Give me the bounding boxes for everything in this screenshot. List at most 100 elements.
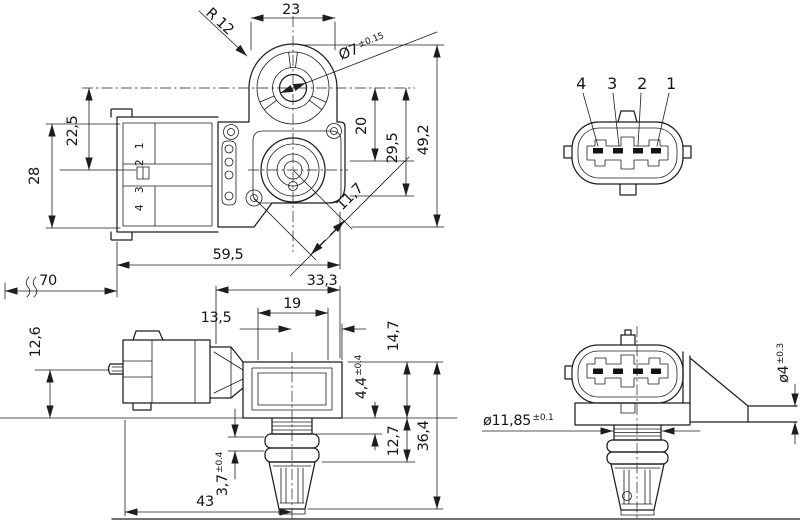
connector-face-view: 4 3 2 1 (563, 74, 692, 196)
dim-center-to-port: 22,5 (59, 87, 137, 171)
dim-side-overall-height: 36,4 (307, 361, 444, 510)
dim-body-width: 33,3 (215, 273, 341, 359)
top-port-collar-ribs (613, 428, 662, 437)
dim-pin-to-base-label: 12,6 (28, 326, 44, 357)
dim-lug-width-label: 23 (282, 2, 300, 18)
side-port-barb-details (272, 465, 312, 515)
dim-front-overall-width: 59,5 (116, 211, 341, 298)
dim-port-depth: 12,7 (321, 417, 416, 463)
dim-center-to-lower-step-label: 29,5 (385, 133, 401, 164)
dim-diagonal-offset: 11,7 (253, 156, 410, 277)
connector-pins (593, 148, 661, 154)
ext-line (227, 436, 265, 452)
front-pin-2: 2 (134, 160, 146, 166)
connector-keyed-cavity (586, 136, 669, 170)
connector-outer-seal (571, 121, 684, 185)
dim-groove-height: 3,7±0.4 (215, 408, 265, 496)
dim-front-overall-width-label: 59,5 (213, 247, 244, 263)
dim-lug-radius-label: R 12 (202, 5, 236, 38)
ext-line (253, 169, 353, 261)
dim-line (279, 82, 307, 94)
port-bore (283, 160, 303, 180)
pin-label-2: 2 (637, 74, 647, 93)
front-body-outline (217, 43, 346, 228)
top-connector-inner-seal (577, 350, 678, 398)
dim-center-to-upper-step-label: 20 (354, 117, 370, 135)
dim-diagonal-offset-label: 11,7 (334, 181, 367, 214)
dim-front-overall-height-label: 49,2 (416, 125, 432, 156)
dim-center-to-upper-step: 20 (349, 87, 415, 162)
dim-port-dia-label: ø11,85±0.1 (483, 413, 554, 429)
top-port-barb-details (614, 467, 661, 516)
pin-leader-lines (582, 92, 670, 147)
dim-center-to-edge-label: 13,5 (201, 310, 232, 326)
dim-inner-width-label: 19 (283, 296, 301, 312)
top-view: ø11,85±0.1 ø4±0.3 (481, 326, 799, 519)
dim-body-height: 14,7 (347, 321, 444, 419)
top-flange (682, 351, 798, 423)
top-oring-upper (606, 439, 669, 453)
dim-side-overall-height-label: 36,4 (416, 420, 432, 451)
side-connector-housing (122, 339, 211, 404)
dim-connector-height-label: 28 (27, 167, 43, 185)
arrow (329, 220, 345, 236)
dim-center-to-edge: 13,5 (201, 310, 367, 361)
mounting-hole (278, 73, 308, 103)
ext-line (45, 123, 121, 229)
dim-front-overall-height: 49,2 (299, 44, 445, 228)
top-body-tab (620, 402, 636, 414)
dim-flange-hole-dia: ø4±0.3 (776, 343, 799, 445)
connector-tabs (563, 110, 692, 196)
side-body-details (251, 367, 333, 411)
port-hub (276, 153, 310, 187)
ext-line (116, 211, 341, 298)
top-connector-tabs (564, 329, 636, 380)
port-notch (288, 181, 298, 191)
front-pin-3: 3 (134, 187, 146, 193)
front-view: 1 2 3 4 23 R 12 Ø7±0.15 22,5 (27, 2, 445, 298)
dim-clearance-length: 70 (4, 273, 118, 300)
top-barb-hole (622, 491, 632, 501)
connector-inner-seal (577, 127, 678, 179)
dim-connector-height: 28 (27, 123, 121, 229)
front-connector-shroud (110, 108, 219, 241)
side-connector-latch (132, 330, 164, 341)
pin-label-3: 3 (607, 74, 617, 93)
port-circle-mid (266, 143, 320, 197)
dim-body-width-label: 33,3 (307, 273, 338, 289)
front-bosses (223, 123, 342, 207)
front-pin-4: 4 (134, 204, 146, 211)
top-connector-keyed-cavity (586, 354, 669, 388)
side-connector-details (111, 339, 196, 404)
dim-clearance-length-label: 70 (39, 273, 57, 289)
pin-label-4: 4 (576, 74, 586, 93)
ext-line (299, 44, 445, 228)
side-port-collar-ribs (271, 421, 313, 431)
side-neck (209, 346, 244, 399)
side-blade-terminal (107, 363, 124, 375)
dim-collar-height: 4,4±0.4 (315, 354, 383, 451)
dim-port-depth-label: 12,7 (386, 426, 402, 457)
arrow (310, 239, 326, 255)
dim-collar-height-label: 4,4±0.4 (354, 354, 370, 399)
port-circle-outer (260, 137, 326, 203)
ext-line (257, 307, 329, 361)
dim-port-dia: ø11,85±0.1 (481, 413, 701, 435)
pin-label-1: 1 (666, 74, 676, 93)
dim-center-to-lower-step: 29,5 (349, 87, 415, 197)
top-body (574, 402, 691, 426)
dim-hole-dia-label: Ø7±0.15 (337, 31, 388, 64)
dim-flange-hole-dia-label: ø4±0.3 (776, 343, 792, 383)
break-symbol (25, 276, 38, 298)
front-inner-details (221, 51, 342, 206)
top-connector-pins (593, 368, 661, 374)
top-oring-lower (606, 451, 669, 465)
side-view: 70 33,3 19 13,5 12,6 (0, 273, 458, 519)
lug-ring-outer (256, 51, 330, 125)
dim-lug-radius: R 12 (198, 5, 248, 57)
front-connector-cavities (122, 122, 213, 227)
dim-pin-to-base: 12,6 (28, 326, 110, 419)
lug-ring-inner (272, 67, 314, 109)
